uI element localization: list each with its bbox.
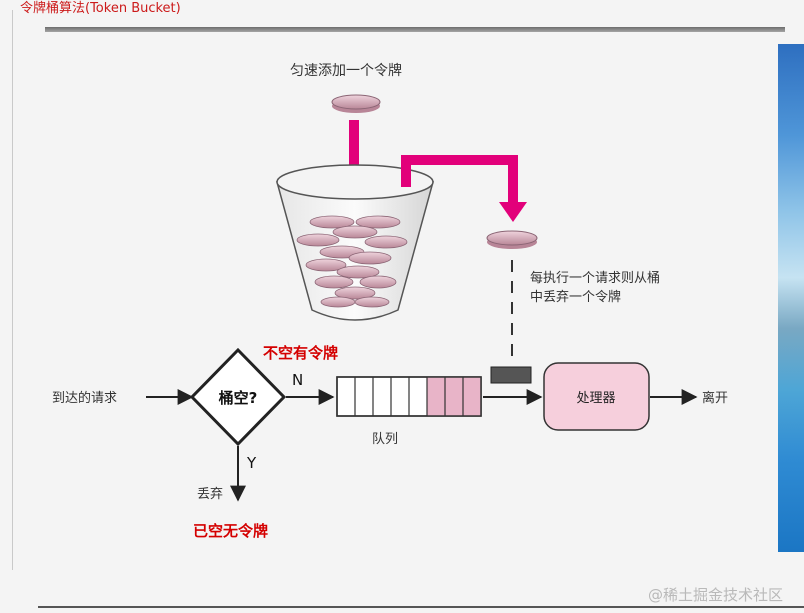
discard-label: 丢弃 xyxy=(197,487,223,502)
slide-left-border xyxy=(12,10,13,570)
stored-tokens xyxy=(296,215,408,308)
removed-token xyxy=(486,230,538,249)
not-empty-label: 不空有令牌 xyxy=(263,344,338,362)
empty-label: 已空无令牌 xyxy=(193,522,268,540)
title-underline xyxy=(45,27,785,32)
yes-branch-label: Y xyxy=(246,454,257,472)
token-bucket xyxy=(276,164,434,321)
request-queue xyxy=(336,376,482,417)
slide-footer-rule xyxy=(38,606,804,608)
remove-token-label-line1: 每执行一个请求则从桶 xyxy=(530,270,660,286)
token-slot xyxy=(490,366,532,384)
queue-label: 队列 xyxy=(372,432,398,447)
remove-token-label-line2: 中丢弃一个令牌 xyxy=(530,289,621,305)
slide-title: 令牌桶算法(Token Bucket) xyxy=(20,1,181,16)
incoming-requests-label: 到达的请求 xyxy=(52,390,117,406)
processor-label: 处理器 xyxy=(576,391,615,406)
background-photo-strip xyxy=(778,44,804,552)
decision-label: 桶空? xyxy=(219,389,258,407)
add-token-label: 匀速添加一个令牌 xyxy=(290,62,402,79)
bucket-empty-decision xyxy=(189,347,287,447)
remove-token-arrow xyxy=(401,155,527,222)
no-branch-label: N xyxy=(292,371,303,389)
leave-label: 离开 xyxy=(702,390,728,406)
processor-box xyxy=(543,362,650,431)
incoming-token xyxy=(331,94,381,113)
watermark: @稀土掘金技术社区 xyxy=(648,586,784,604)
